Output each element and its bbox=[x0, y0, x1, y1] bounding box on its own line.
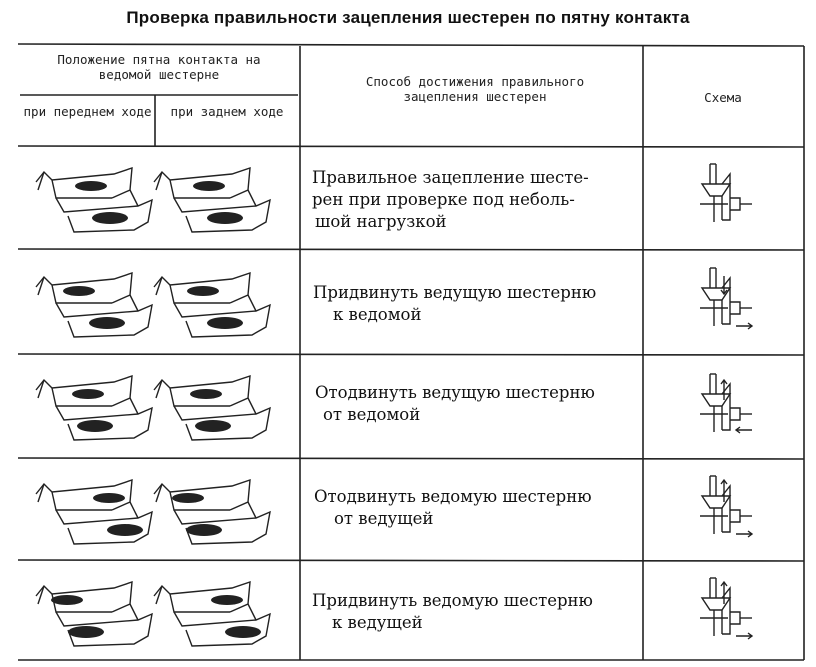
header-position: Положение пятна контакта на ведомой шест… bbox=[57, 52, 261, 82]
adjust-arrow-icon bbox=[736, 530, 754, 538]
method-text-row-1: Правильное зацепление шесте- рен при про… bbox=[312, 167, 637, 233]
header-scheme: Схема bbox=[704, 90, 742, 105]
contact-patch-icon bbox=[195, 420, 231, 432]
gear-tooth-rear-icon bbox=[153, 580, 271, 647]
adjust-arrow-icon bbox=[736, 632, 754, 640]
method-line: шой нагрузкой bbox=[315, 212, 447, 231]
method-line: Правильное зацепление шесте- bbox=[312, 168, 589, 187]
adjust-arrow-icon bbox=[736, 322, 754, 330]
header-forward: при переднем ходе bbox=[23, 104, 152, 119]
header-method: Способ достижения правильного зацепления… bbox=[365, 74, 585, 104]
contact-patch-icon bbox=[225, 626, 261, 638]
contact-patch-icon bbox=[211, 595, 243, 605]
contact-patch-icon bbox=[89, 317, 125, 329]
contact-patch-icon bbox=[207, 317, 243, 329]
gear-scheme-move-driven-in-icon bbox=[700, 577, 754, 640]
gear-tooth-rear-icon bbox=[153, 478, 271, 545]
contact-patch-icon bbox=[172, 493, 204, 503]
method-text-row-3: Отодвинуть ведущую шестерню от ведомой bbox=[315, 382, 640, 426]
contact-patch-icon bbox=[75, 181, 107, 191]
method-text-row-4: Отодвинуть ведомую шестерню от ведущей bbox=[314, 486, 639, 530]
gear-scheme-move-drive-in-icon bbox=[700, 267, 754, 330]
method-line: рен при проверке под неболь- bbox=[312, 190, 575, 209]
adjust-arrow-icon bbox=[720, 478, 728, 502]
method-line: от ведущей bbox=[334, 509, 434, 528]
method-line: к ведомой bbox=[333, 305, 422, 324]
gear-tooth-front-icon bbox=[35, 374, 153, 441]
contact-patch-icon bbox=[187, 286, 219, 296]
method-line: Отодвинуть ведущую шестерню bbox=[315, 383, 595, 402]
method-text-row-2: Придвинуть ведущую шестерню к ведомой bbox=[313, 282, 638, 326]
header-reverse: при заднем ходе bbox=[170, 104, 284, 119]
gear-tooth-rear-icon bbox=[153, 374, 271, 441]
method-line: Придвинуть ведомую шестерню bbox=[312, 591, 593, 610]
contact-patch-icon bbox=[107, 524, 143, 536]
gear-tooth-front-icon bbox=[35, 478, 153, 545]
gear-tooth-front-icon bbox=[35, 166, 153, 233]
method-line: Придвинуть ведущую шестерню bbox=[313, 283, 597, 302]
contact-patch-icon bbox=[63, 286, 95, 296]
method-text-row-5: Придвинуть ведомую шестерню к ведущей bbox=[312, 590, 637, 634]
contact-patch-icon bbox=[190, 389, 222, 399]
gear-tooth-rear-icon bbox=[153, 166, 271, 233]
contact-patch-icon bbox=[93, 493, 125, 503]
gear-scheme-move-drive-out-icon bbox=[700, 373, 752, 434]
adjust-arrow-icon bbox=[720, 276, 728, 296]
gear-tooth-front-icon bbox=[35, 271, 153, 338]
adjust-arrow-icon bbox=[734, 426, 752, 434]
gear-tooth-front-icon bbox=[35, 580, 153, 647]
contact-patch-icon bbox=[68, 626, 104, 638]
gear-tooth-rear-icon bbox=[153, 271, 271, 338]
adjust-arrow-icon bbox=[720, 378, 728, 400]
contact-patch-icon bbox=[92, 212, 128, 224]
contact-patch-icon bbox=[51, 595, 83, 605]
gear-scheme-correct-icon bbox=[700, 163, 752, 222]
contact-patch-icon bbox=[193, 181, 225, 191]
method-line: от ведомой bbox=[323, 405, 421, 424]
contact-patch-icon bbox=[186, 524, 222, 536]
method-line: к ведущей bbox=[332, 613, 423, 632]
adjust-arrow-icon bbox=[720, 580, 728, 604]
contact-patch-icon bbox=[207, 212, 243, 224]
method-line: Отодвинуть ведомую шестерню bbox=[314, 487, 592, 506]
page-title: Проверка правильности зацепления шестере… bbox=[126, 8, 690, 27]
contact-patch-icon bbox=[72, 389, 104, 399]
gear-scheme-move-driven-out-icon bbox=[700, 475, 754, 538]
contact-patch-icon bbox=[77, 420, 113, 432]
